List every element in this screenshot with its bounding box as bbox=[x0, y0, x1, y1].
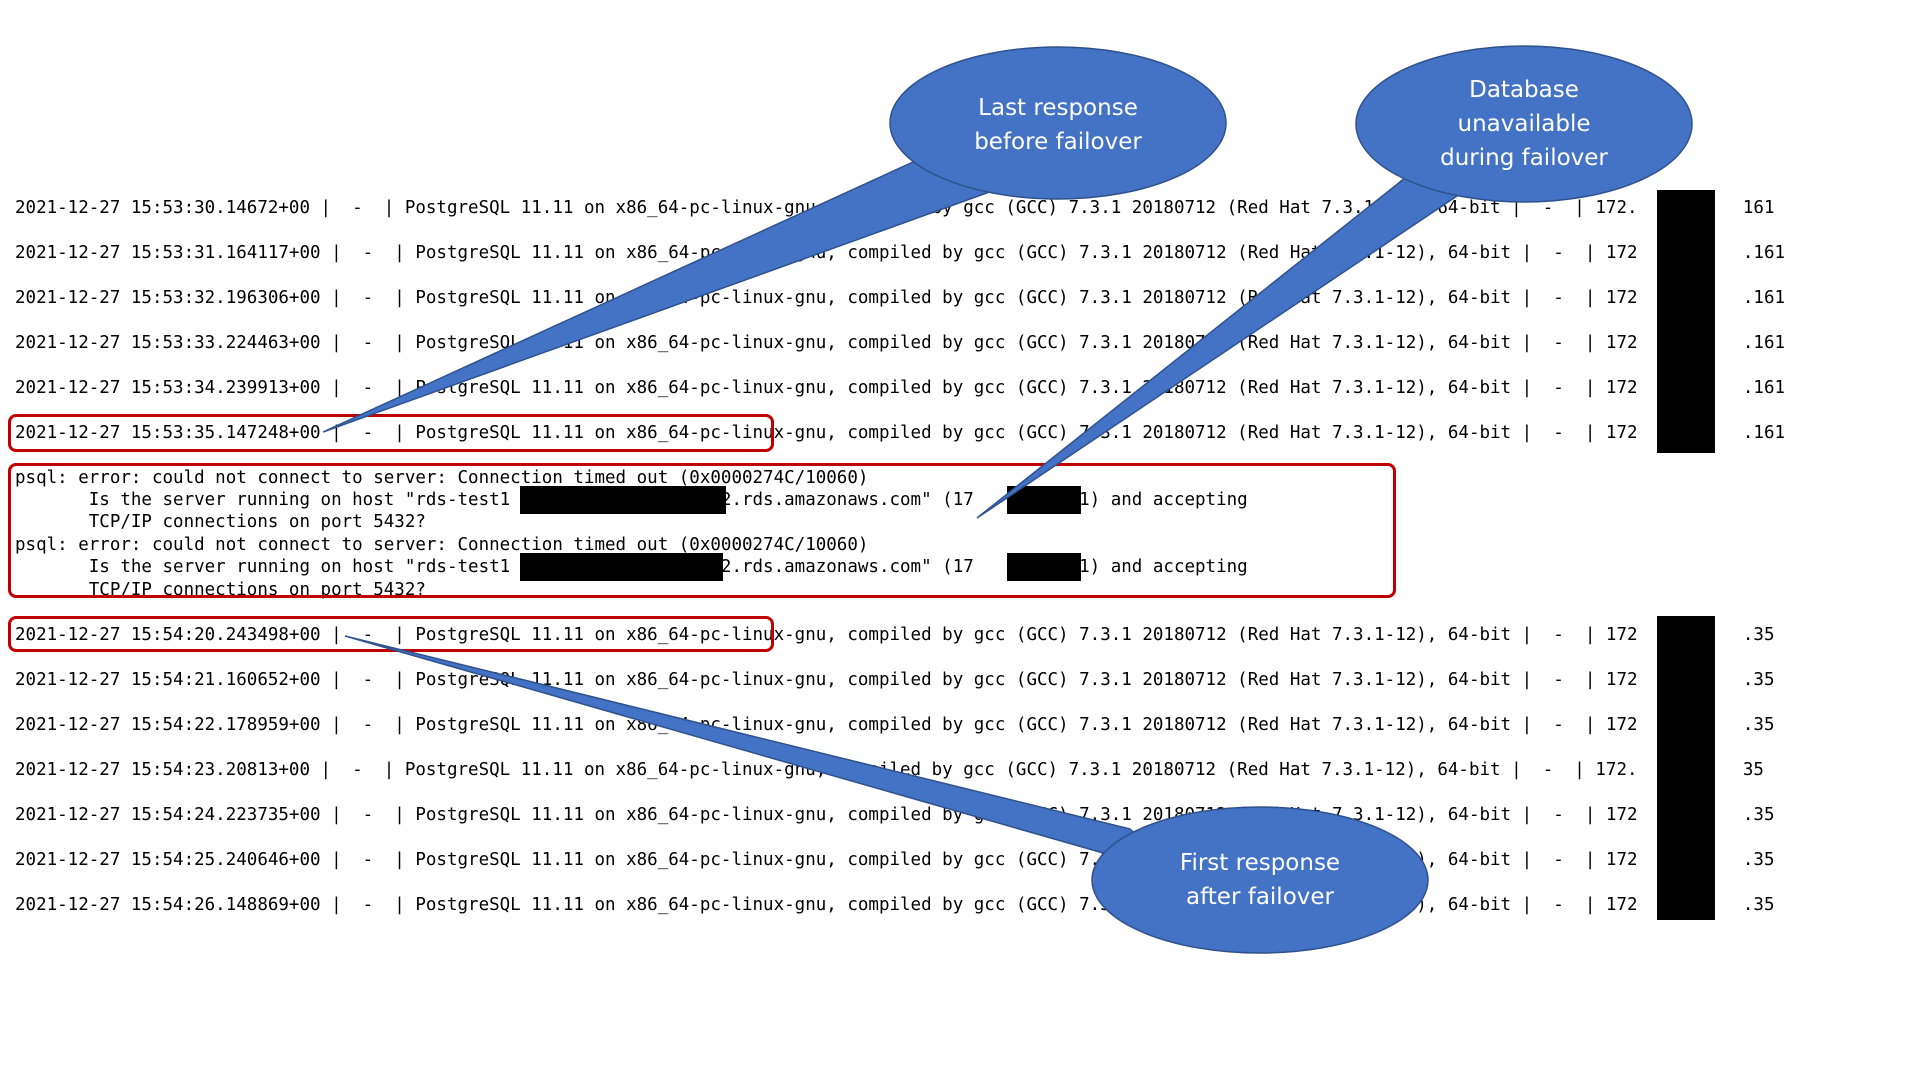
log-row: 2021-12-27 15:53:31.164117+00 | - | Post… bbox=[15, 243, 1786, 263]
error-line: Is the server running on host "rds-test1… bbox=[88, 557, 1248, 577]
highlight-error-block bbox=[8, 463, 1396, 598]
callout-db-unavailable-shape bbox=[976, 45, 1693, 519]
redaction-hostname bbox=[520, 553, 723, 581]
callout-last-response: Last response before failover bbox=[974, 95, 1142, 155]
callout-first-response: First response after failover bbox=[1179, 850, 1341, 910]
error-line: Is the server running on host "rds-test1… bbox=[88, 490, 1248, 510]
error-line: TCP/IP connections on port 5432? bbox=[15, 512, 426, 532]
callout-last-response-shape bbox=[322, 46, 1227, 433]
log-row: 2021-12-27 15:54:23.20813+00 | - | Postg… bbox=[15, 760, 1764, 780]
callout-db-unavailable: Database unavailable during failover bbox=[1440, 77, 1608, 171]
log-row-first-after-failover: 2021-12-27 15:54:20.243498+00 | - | Post… bbox=[15, 625, 1775, 645]
redaction-ip-after bbox=[1657, 616, 1715, 920]
redaction-ip bbox=[1007, 486, 1081, 514]
redaction-ip bbox=[1007, 553, 1081, 581]
redaction-hostname bbox=[520, 486, 726, 514]
log-row: 2021-12-27 15:54:25.240646+00 | - | Post… bbox=[15, 850, 1775, 870]
redaction-ip-before bbox=[1657, 190, 1715, 453]
error-line: psql: error: could not connect to server… bbox=[15, 535, 869, 555]
highlight-last-response bbox=[8, 414, 774, 452]
log-row-last-before-failover: 2021-12-27 15:53:35.147248+00 | - | Post… bbox=[15, 423, 1786, 443]
error-line: psql: error: could not connect to server… bbox=[15, 468, 869, 488]
log-row: 2021-12-27 15:54:21.160652+00 | - | Post… bbox=[15, 670, 1775, 690]
callout-first-response-shape bbox=[344, 635, 1429, 954]
log-row: 2021-12-27 15:54:22.178959+00 | - | Post… bbox=[15, 715, 1775, 735]
highlight-first-response bbox=[8, 616, 774, 652]
